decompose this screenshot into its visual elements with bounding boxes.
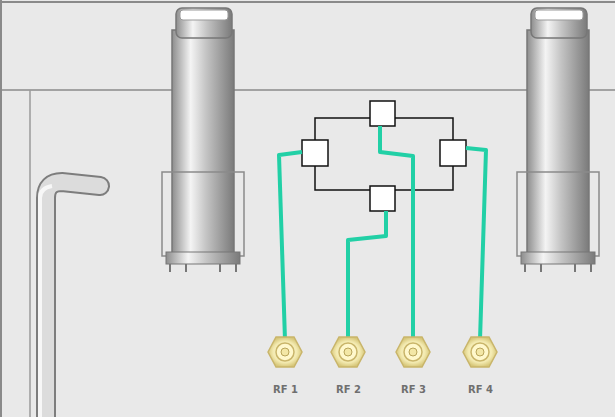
coax-wire	[279, 126, 486, 340]
sma-connector	[331, 337, 365, 367]
cavity-resonator	[162, 8, 244, 272]
sma-connector	[396, 337, 430, 367]
sma-connector	[268, 337, 302, 367]
port-label: RF 4	[468, 384, 493, 396]
port-label: RF 1	[273, 384, 298, 396]
port-label: RF 3	[401, 384, 426, 396]
ring-port	[302, 101, 466, 211]
port-label: RF 2	[336, 384, 361, 396]
cavity-resonator	[517, 8, 599, 272]
sma-connector	[463, 337, 497, 367]
